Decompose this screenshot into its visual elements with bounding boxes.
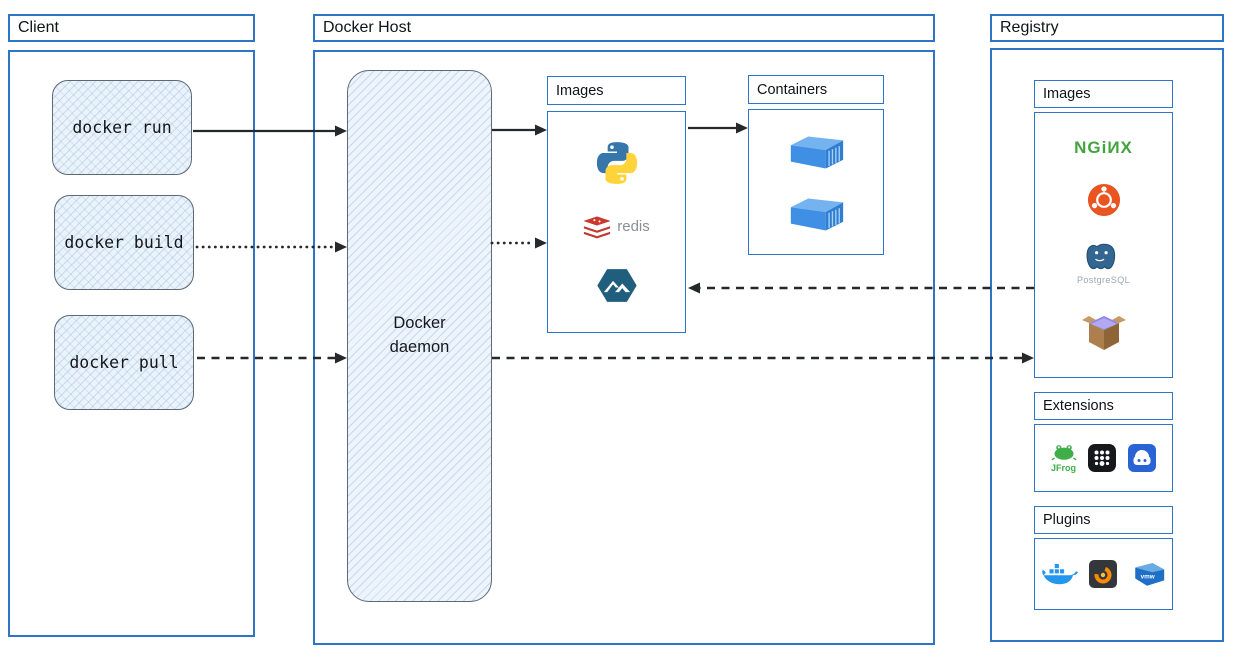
host-images-title-label: Images [556, 82, 604, 99]
jfrog-icon [1050, 445, 1077, 461]
alpine-icon [596, 268, 637, 302]
container-icon [790, 198, 844, 231]
extensions-title-bar: Extensions [1034, 392, 1173, 420]
docker-host-title-label: Docker Host [323, 19, 412, 36]
plugins-title-bar: Plugins [1034, 506, 1173, 534]
plugins-panel: vmw [1034, 538, 1173, 610]
jfrog-label: JFrog [1050, 463, 1076, 473]
docker-build-node: docker build [54, 195, 194, 290]
registry-title-bar: Registry [990, 14, 1224, 42]
nginx-wordmark: NGiИX [1074, 138, 1133, 158]
ubuntu-icon [1087, 184, 1120, 217]
grafana-icon [1088, 560, 1117, 588]
registry-images-title-label: Images [1043, 86, 1091, 102]
vmware-icon: vmw [1134, 563, 1164, 586]
postgresql-item: PostgreSQL [1077, 243, 1130, 285]
postgresql-label: PostgreSQL [1076, 274, 1131, 285]
vmware-label: vmw [1140, 574, 1154, 581]
containers-title-bar: Containers [748, 75, 884, 104]
redis-icon [583, 215, 611, 238]
redis-item: redis [583, 215, 650, 239]
client-title-label: Client [18, 19, 59, 36]
host-images-panel: redis [547, 111, 686, 333]
docker-build-label: docker build [64, 233, 184, 252]
disk-app-icon [1127, 444, 1156, 472]
containers-panel [748, 109, 884, 255]
docker-pull-node: docker pull [54, 315, 194, 410]
app-grid-icon [1087, 444, 1116, 472]
docker-daemon-node: Docker daemon [347, 70, 492, 602]
registry-images-panel: NGiИX PostgreSQL [1034, 112, 1173, 378]
registry-title-label: Registry [1000, 19, 1059, 36]
docker-run-node: docker run [52, 80, 192, 175]
docker-daemon-label: Docker daemon [389, 314, 450, 356]
container-icon [790, 136, 844, 169]
redis-label: redis [617, 218, 650, 235]
docker-host-title-bar: Docker Host [313, 14, 935, 42]
containers-title-label: Containers [757, 81, 828, 98]
postgresql-icon [1086, 243, 1115, 269]
docker-pull-label: docker pull [69, 353, 179, 372]
docker-run-label: docker run [72, 118, 172, 137]
host-images-title-bar: Images [547, 76, 686, 105]
jfrog-item: JFrog [1050, 443, 1077, 473]
busybox-icon [1081, 315, 1126, 350]
client-title-bar: Client [8, 14, 255, 42]
extensions-panel: JFrog [1034, 424, 1173, 492]
python-icon [596, 142, 637, 185]
extensions-title-label: Extensions [1043, 398, 1114, 414]
registry-images-title-bar: Images [1034, 80, 1173, 108]
docker-whale-icon [1041, 563, 1078, 584]
plugins-title-label: Plugins [1043, 512, 1091, 528]
